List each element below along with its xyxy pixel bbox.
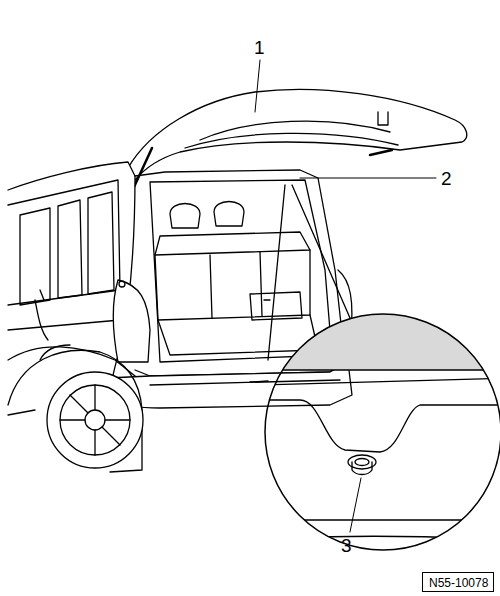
callout-number: 1 bbox=[254, 38, 265, 57]
leader-line bbox=[300, 178, 436, 179]
zoom-line bbox=[292, 185, 350, 318]
zoom-line bbox=[268, 185, 285, 360]
tailgate bbox=[128, 89, 467, 180]
tail-light bbox=[114, 280, 151, 362]
car-body bbox=[8, 162, 135, 400]
callout-number: 3 bbox=[341, 536, 352, 555]
gas-strut bbox=[370, 150, 392, 155]
bolt bbox=[348, 455, 376, 475]
figure-number: N55-10078 bbox=[429, 576, 487, 590]
leader-line bbox=[255, 60, 260, 112]
leader-line bbox=[350, 478, 361, 532]
callout-number: 2 bbox=[441, 169, 452, 188]
figure-number-box: N55-10078 bbox=[422, 572, 494, 592]
zoom-circle bbox=[265, 314, 500, 550]
wheel bbox=[47, 372, 143, 468]
